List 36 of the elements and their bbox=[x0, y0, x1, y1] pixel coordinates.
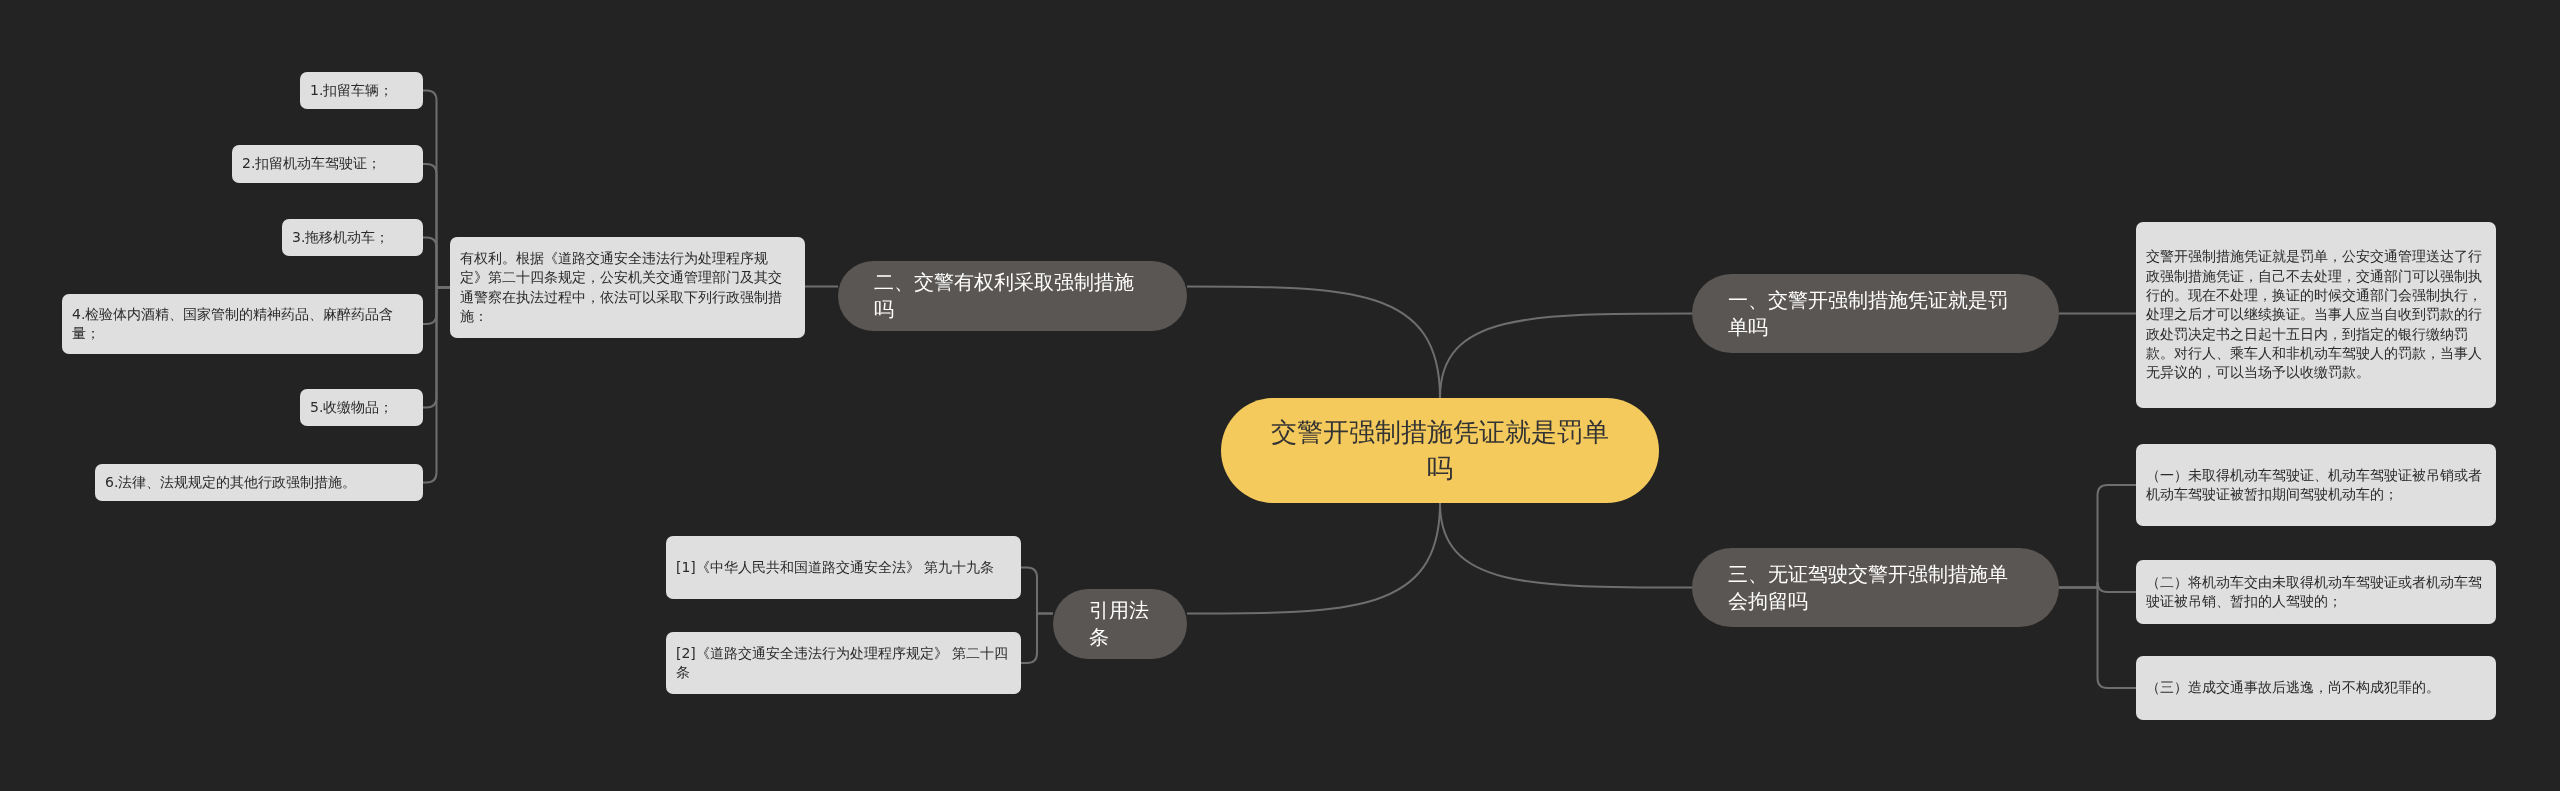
node-text: [1]《中华人民共和国道路交通安全法》 第九十九条 bbox=[676, 557, 995, 577]
note-box bbox=[2136, 560, 2496, 624]
note-box bbox=[300, 389, 423, 426]
connector-line bbox=[1020, 612, 1054, 664]
node-text: 4.检验体内酒精、国家管制的精神药品、麻醉药品含量； bbox=[72, 304, 395, 343]
node-text: 6.法律、法规规定的其他行政强制措施。 bbox=[105, 472, 357, 492]
node-text: 二、交警有权利采取强制措施吗 bbox=[874, 269, 1135, 323]
node-text: 2.扣留机动车驾驶证； bbox=[242, 154, 382, 174]
note-box bbox=[232, 145, 423, 183]
node-text: 3.拖移机动车； bbox=[292, 227, 390, 247]
node-text: 三、无证驾驶交警开强制措施单会拘留吗 bbox=[1728, 560, 2009, 615]
node-text: 一、交警开强制措施凭证就是罚单吗 bbox=[1728, 286, 2009, 341]
connector-line bbox=[2058, 586, 2137, 689]
note-box bbox=[95, 464, 423, 501]
node-text: （一）未取得机动车驾驶证、机动车驾驶证被吊销或者机动车驾驶证被暂扣期间驾驶机动车的； bbox=[2146, 465, 2483, 504]
node-text: [2]《道路交通安全违法行为处理程序规定》 第二十四条 bbox=[676, 643, 1010, 682]
node-text: 1.扣留车辆； bbox=[310, 80, 394, 100]
note-box bbox=[300, 72, 423, 109]
note-box bbox=[666, 536, 1021, 599]
node-text: （二）将机动车交由未取得机动车驾驶证或者机动车驾驶证被吊销、暂扣的人驾驶的； bbox=[2146, 572, 2483, 611]
node-text: 5.收缴物品； bbox=[310, 397, 394, 417]
note-box bbox=[666, 632, 1021, 694]
note-box bbox=[2136, 222, 2496, 408]
connector-line bbox=[2058, 312, 2137, 315]
note-box bbox=[2136, 444, 2496, 526]
note-box bbox=[62, 294, 423, 354]
node-text: 引用法条 bbox=[1089, 597, 1150, 651]
note-box bbox=[450, 237, 805, 338]
node-text: 有权利。根据《道路交通安全违法行为处理程序规定》第二十四条规定，公安机关交通管理部门及其交通警察在执法过程中，依法可以采取下列行政强制措施： bbox=[460, 248, 783, 326]
node-text: （三）造成交通事故后逃逸，尚不构成犯罪的。 bbox=[2146, 678, 2440, 698]
node-text: 交警开强制措施凭证就是罚单，公安交通管理送达了行政强制措施凭证，自己不去处理，交通部门可以强制执行的。现在不处理，换证的时候交通部门会强制执行，处理之后才可以继续换证。当事人应当自收到罚款的行政处罚决定书之日起十五日内，到指定的银行缴纳罚款。对行人、乘车人和非机动车驾驶人的罚款，当事人无异议的，可以当场予以收缴罚款。 bbox=[2146, 247, 2483, 383]
connector-line bbox=[1186, 285, 1441, 399]
connector-line bbox=[804, 285, 839, 288]
node-text: 交警开强制措施凭证就是罚单吗 bbox=[1271, 416, 1609, 485]
note-box bbox=[2136, 656, 2496, 720]
note-box bbox=[282, 219, 423, 256]
